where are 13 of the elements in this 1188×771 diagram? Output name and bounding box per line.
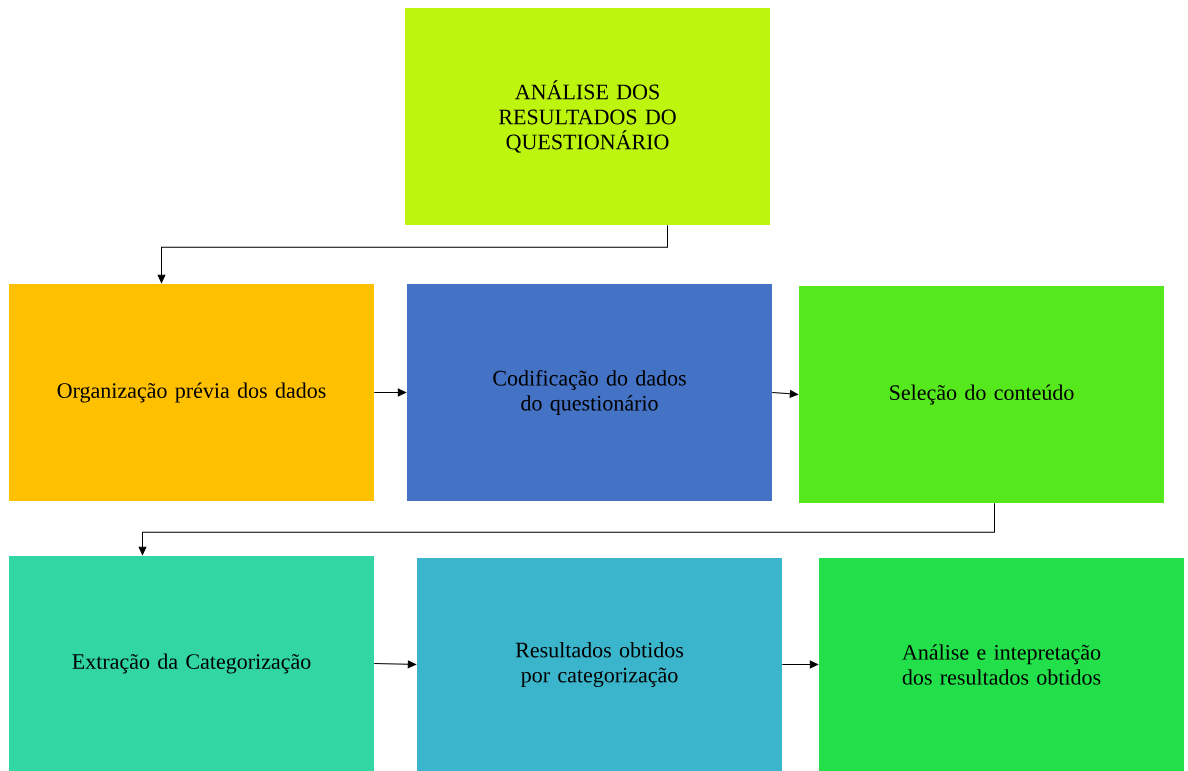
process-box: Análise e intepretação dos resultados obtidos: [819, 558, 1184, 771]
arrow: [771, 390, 799, 398]
arrow: [373, 388, 407, 397]
process-box: Organização prévia dos dados: [9, 284, 374, 501]
arrow: [138, 502, 995, 556]
arrow: [157, 224, 668, 284]
process-box: Codificação do dados do questionário: [407, 284, 772, 501]
process-box: ANÁLISE DOS RESULTADOS DO QUESTIONÁRIO: [405, 8, 770, 225]
process-box: Seleção do conteúdo: [799, 286, 1164, 503]
process-box: Extração da Categorização: [9, 556, 374, 771]
arrow: [373, 660, 417, 669]
arrow: [781, 660, 819, 669]
process-box: Resultados obtidos por categorização: [417, 558, 782, 771]
